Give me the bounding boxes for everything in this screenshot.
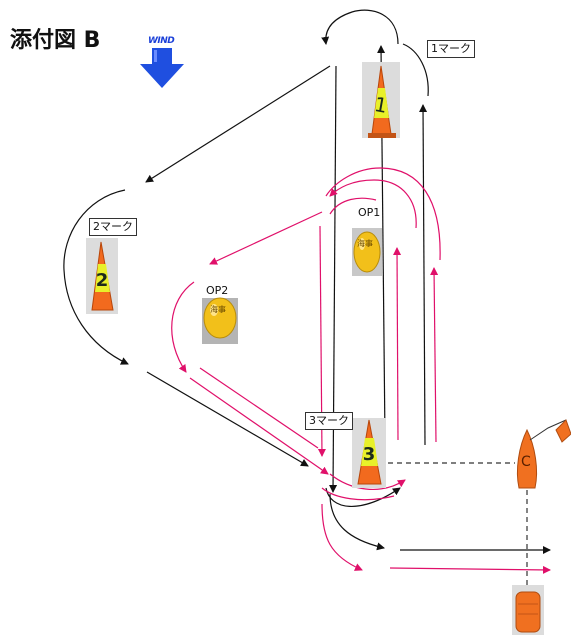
magenta-finish-leg [389,565,551,574]
svg-text:1: 1 [372,92,389,118]
magenta-leg-up-2 [430,267,439,443]
wind-label: WIND [148,36,175,46]
dashed-lines [388,462,528,590]
magenta-leg-op1-to-op2 [209,211,323,265]
diagram-title: 添付図 B [10,28,101,53]
committee-boat-letter: C [521,454,531,470]
mark2-cone-icon: 2 [86,238,118,314]
magenta-leg-op2-to-mark3-b [199,367,319,449]
op1-buoy-icon [352,228,382,276]
black-round-mark1 [321,9,399,45]
op2-buoy-text: 海事 [210,305,226,314]
mark3-cone-icon: 3 [352,418,386,488]
black-round-mark3 [325,487,401,507]
black-round-mark2 [63,189,129,365]
op1-buoy-text: 海事 [357,239,373,248]
committee-boat-icon [516,419,571,489]
black-round-mark1-right [402,43,429,97]
black-leg-1-to-2 [145,65,331,183]
op2-buoy-icon [202,297,238,344]
magenta-round-op1-top [325,167,441,261]
magenta-round-mark3-b [321,487,395,501]
black-leg-2-to-3 [146,371,309,467]
finish-buoy-icon [512,585,544,635]
op2-label: OP2 [206,284,229,297]
mark1-label: 1マーク [427,40,475,58]
mark1-cone-icon: 1 [362,62,400,138]
magenta-leg-bottom-1 [321,503,363,571]
magenta-leg-up-1 [393,247,402,441]
black-loop-bottom [329,493,385,551]
black-course [63,9,551,554]
magenta-round-mark3 [329,473,406,491]
magenta-round-op1-outer [329,179,417,229]
svg-text:3: 3 [363,444,376,465]
op1-label: OP1 [358,206,381,219]
mark3-label: 3マーク [305,412,353,430]
wind-arrow-icon [140,48,184,88]
magenta-leg-op2-to-mark3 [189,377,329,475]
mark2-label: 2マーク [89,218,137,236]
magenta-round-op2 [171,281,195,373]
black-leg-up-right [419,104,428,446]
svg-text:2: 2 [96,270,109,291]
magenta-round-op1-inner [329,197,377,215]
